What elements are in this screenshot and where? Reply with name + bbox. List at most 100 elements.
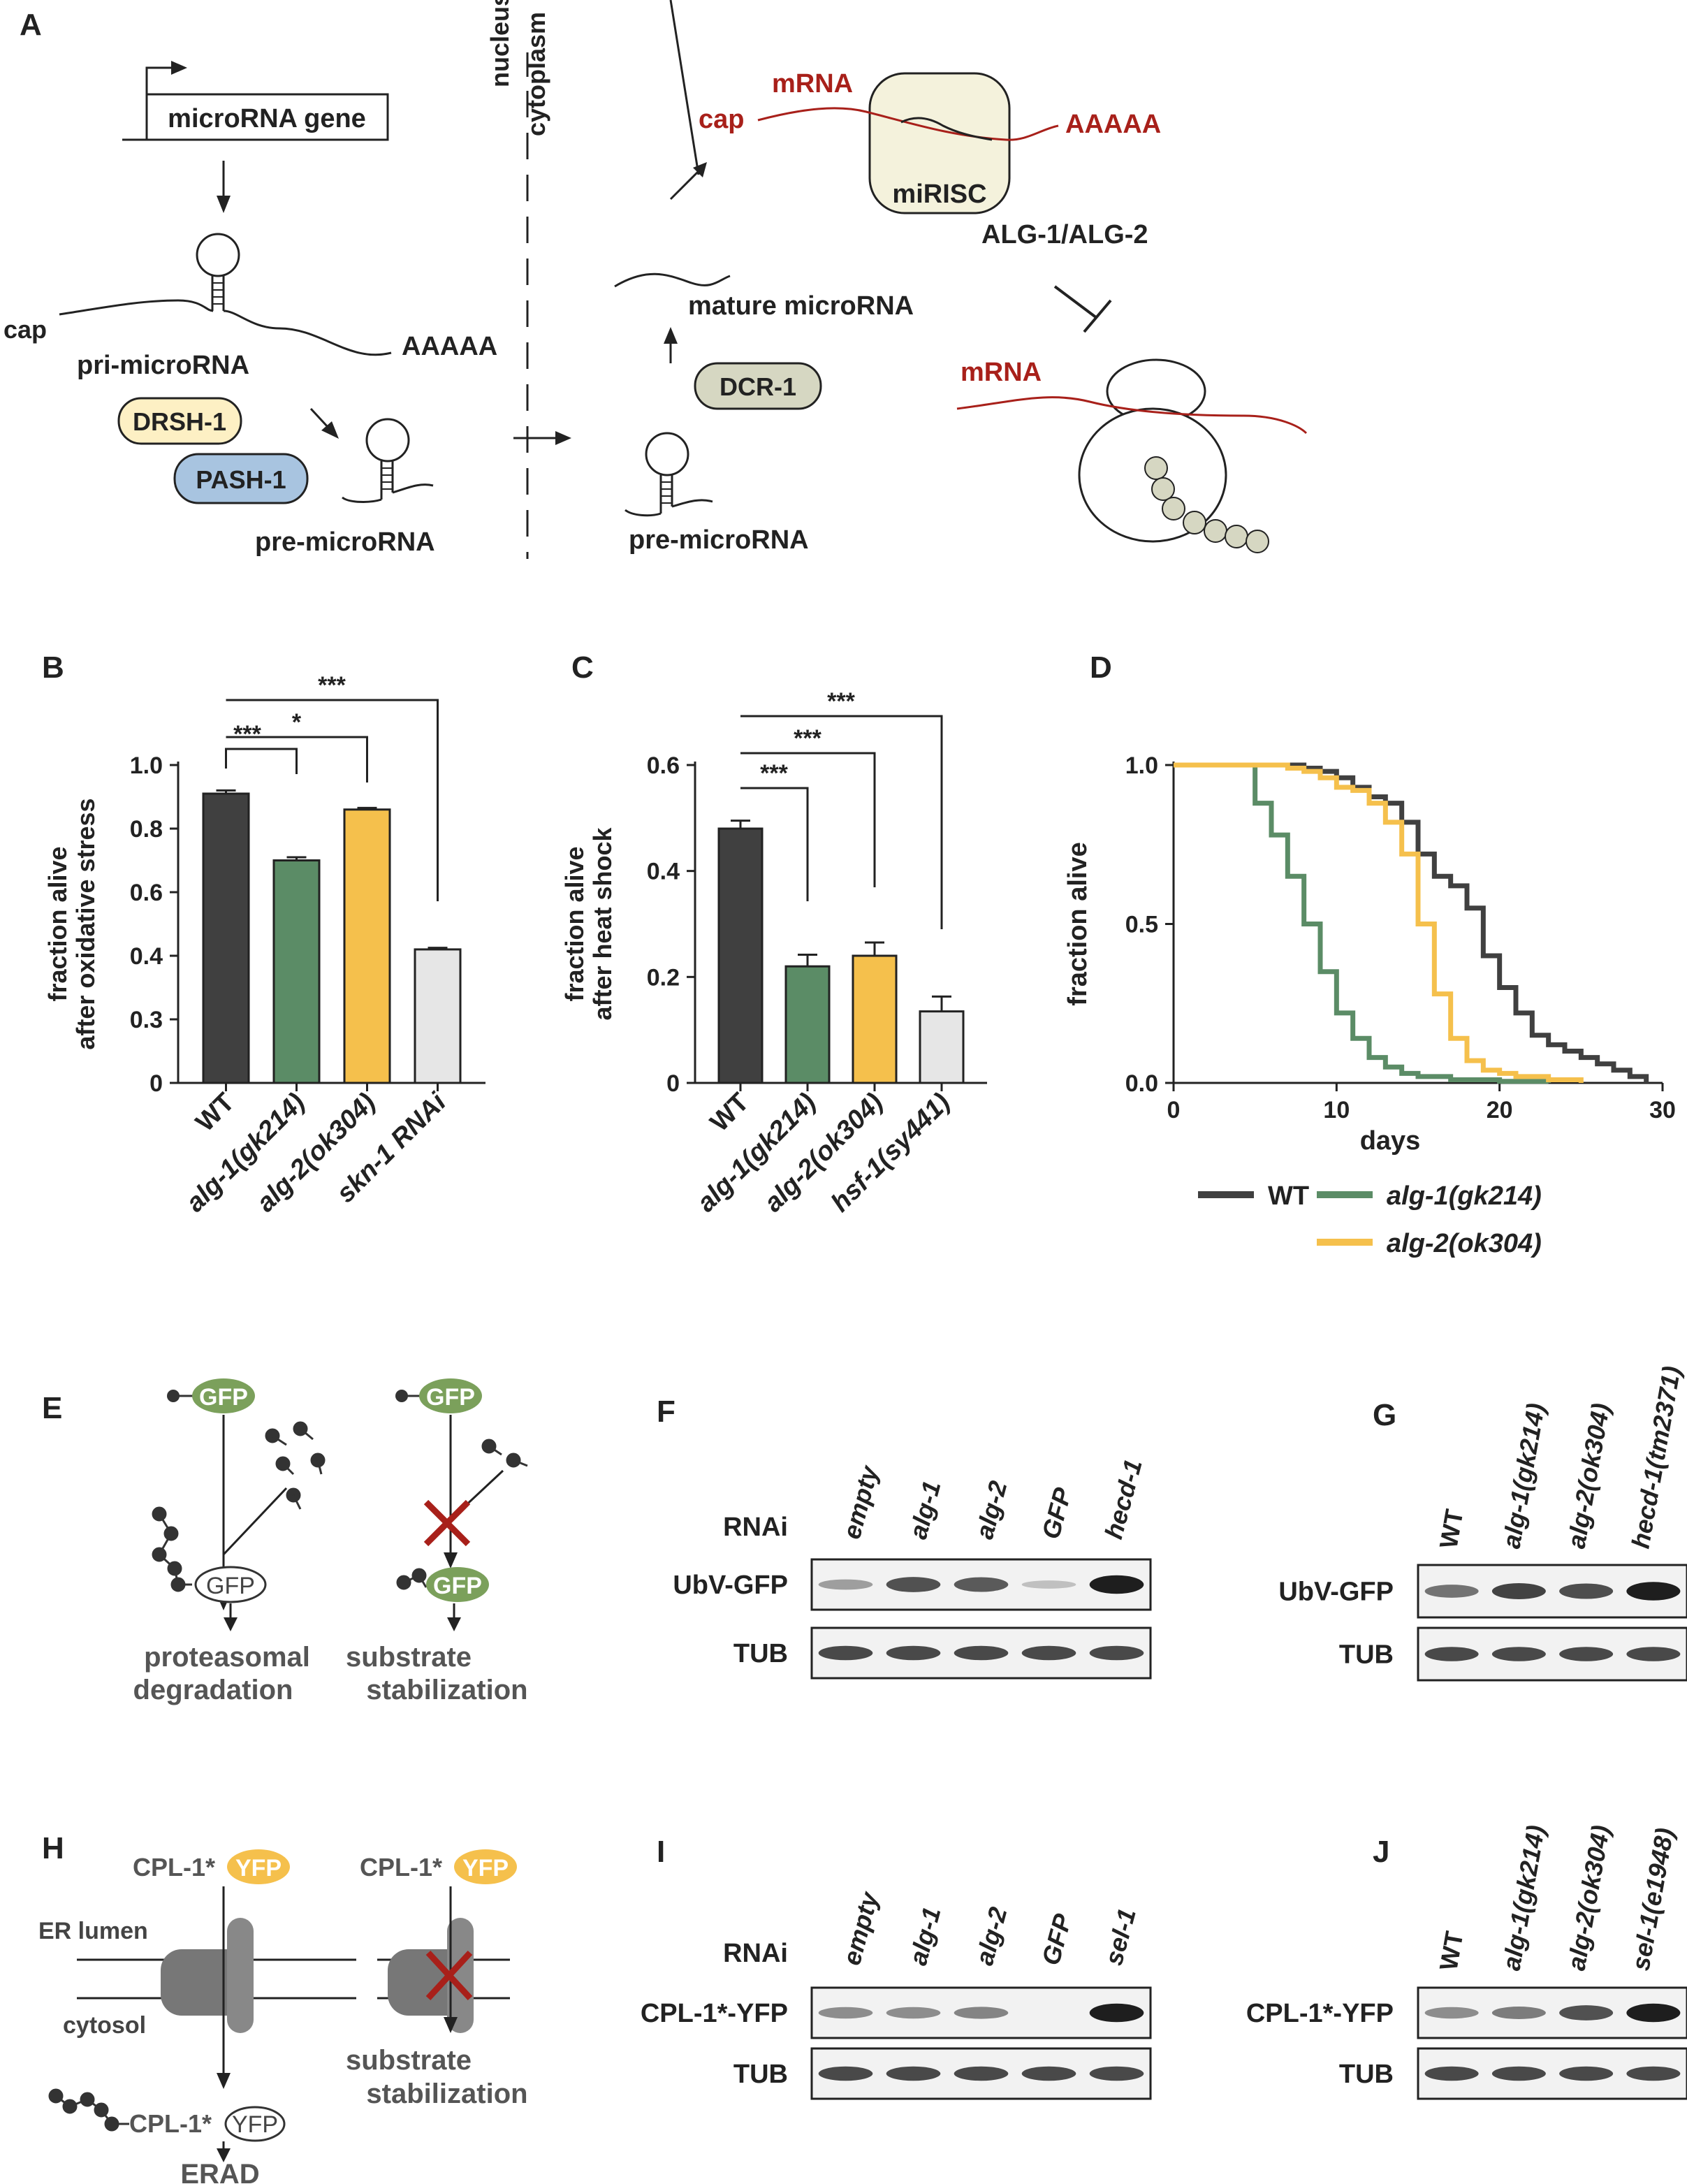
gfp-degraded: GFP: [206, 1573, 255, 1599]
nucleus-label: nucleus: [485, 0, 514, 87]
lane-label: alg-2(ok304): [1562, 1401, 1616, 1550]
panel-letter-f: F: [657, 1395, 675, 1429]
x-tick-label: WT: [190, 1088, 240, 1137]
lane-label: GFP: [1036, 1910, 1077, 1968]
cpl-degraded: CPL-1*: [129, 2109, 212, 2138]
substrate-label-h: substrate: [346, 2045, 472, 2076]
yfp-degraded: YFP: [232, 2111, 278, 2138]
significance-label: ***: [794, 725, 821, 752]
panel-letter-a: A: [20, 8, 42, 42]
band-tub-4: [1089, 1645, 1144, 1661]
pre-microrna-cytoplasm: pre-microRNA: [625, 432, 809, 555]
pri-cap: cap: [3, 315, 47, 344]
bar-0: [717, 827, 764, 1084]
row-label: CPL-1*-YFP: [641, 1999, 788, 2028]
y-axis-label: fraction aliveafter heat shock: [560, 827, 617, 1020]
legend-label: alg-1(gk214): [1387, 1181, 1542, 1211]
y-tick-label: 0.0: [1125, 1070, 1158, 1097]
band-top-3: [1021, 1580, 1076, 1589]
ribosome-mrna: mRNA: [961, 358, 1042, 387]
y-tick-label: 0.5: [1125, 912, 1158, 938]
stabilization-label-e: stabilization: [366, 1675, 527, 1705]
survival-curve-0: [1174, 762, 1649, 1083]
lane-label: alg-2(ok304): [1562, 1823, 1616, 1972]
lane-label: empty: [837, 1462, 884, 1542]
bar-2: [343, 808, 391, 1084]
band-tub-1: [1491, 1647, 1546, 1661]
mirisc-cap: cap: [699, 105, 744, 134]
dcr-label: DCR-1: [720, 372, 796, 401]
x-tick-label: hsf-1(sy441): [826, 1088, 956, 1218]
band-top-1: [1491, 1582, 1546, 1600]
y-tick-label: 0.4: [130, 943, 163, 970]
band-top-1: [1491, 2007, 1546, 2019]
band-tub-3: [1626, 1647, 1681, 1661]
bar-3: [919, 1010, 965, 1084]
significance-label: ***: [760, 760, 788, 787]
lane-label: alg-1: [903, 1478, 946, 1542]
pri-label: pri-microRNA: [77, 351, 249, 380]
band-top-4: [1089, 2003, 1144, 2023]
row-label: TUB: [733, 2060, 788, 2089]
x-tick-label: WT: [705, 1088, 754, 1137]
significance-label: *: [292, 709, 302, 736]
pre-label-nucleus: pre-microRNA: [255, 527, 435, 557]
y-tick-label: 0.4: [647, 859, 680, 885]
y-axis-label: fraction aliveafter oxidative stress: [43, 798, 100, 1049]
band-top-1: [886, 1577, 941, 1592]
ribosome: mRNA: [956, 358, 1308, 553]
band-top-1: [886, 2007, 941, 2019]
y-tick-label: 1.0: [130, 752, 163, 779]
y-tick-label: 1.0: [1125, 752, 1158, 779]
substrate-label-e: substrate: [346, 1642, 472, 1673]
bar-1: [272, 859, 321, 1084]
survival-curve-1: [1174, 762, 1551, 1084]
drsh-pash-complex: DRSH-1 PASH-1: [117, 397, 309, 504]
panel-letter-b: B: [42, 650, 64, 685]
significance-bracket: [225, 748, 298, 774]
band-tub-0: [818, 2066, 873, 2081]
band-tub-2: [954, 2066, 1009, 2081]
band-tub-2: [1559, 2066, 1614, 2081]
lane-label: alg-1(gk214): [1497, 1401, 1551, 1550]
band-tub-3: [1626, 2066, 1681, 2081]
gfp-stabilized: GFP: [433, 1573, 482, 1599]
significance-bracket: [740, 752, 876, 887]
cpl-left: CPL-1*: [133, 1853, 215, 1881]
stabilization-label-h: stabilization: [366, 2079, 527, 2109]
row-label: TUB: [733, 1639, 788, 1668]
lane-label: sel-1: [1099, 1905, 1141, 1968]
alg-label: ALG-1/ALG-2: [981, 220, 1148, 249]
microrna-gene: microRNA gene: [122, 61, 389, 141]
panel-letter-e: E: [42, 1391, 62, 1425]
row-label: CPL-1*-YFP: [1246, 1999, 1394, 2028]
yfp-right: YFP: [462, 1855, 509, 1881]
rnai-label: RNAi: [723, 1513, 788, 1542]
panel-letter-i: I: [657, 1835, 665, 1869]
row-label: TUB: [1339, 2060, 1394, 2089]
band-top-0: [818, 2007, 873, 2019]
lane-label: hecd-1: [1099, 1456, 1148, 1542]
y-tick-label: 0: [149, 1070, 163, 1097]
row-label: TUB: [1339, 1640, 1394, 1670]
pri-microrna: cap AAAAA pri-microRNA: [3, 233, 497, 380]
legend-label: WT: [1268, 1181, 1309, 1211]
band-tub-1: [886, 1645, 941, 1661]
drsh-label: DRSH-1: [133, 407, 226, 436]
y-tick-label: 0.6: [647, 752, 680, 779]
gfp-right: GFP: [426, 1384, 475, 1411]
band-top-2: [1559, 2005, 1614, 2021]
significance-label: ***: [827, 688, 855, 715]
y-tick-label: 0.6: [130, 880, 163, 906]
band-top-2: [1559, 1583, 1614, 1599]
row-label: UbV-GFP: [1278, 1578, 1394, 1607]
proteasomal-label: proteasomal: [144, 1642, 310, 1673]
significance-bracket: [740, 787, 809, 901]
degradation-label: degradation: [133, 1675, 293, 1705]
lane-label: WT: [1434, 1507, 1469, 1550]
bar-2: [852, 954, 898, 1084]
cytosol-label: cytosol: [63, 2012, 146, 2039]
